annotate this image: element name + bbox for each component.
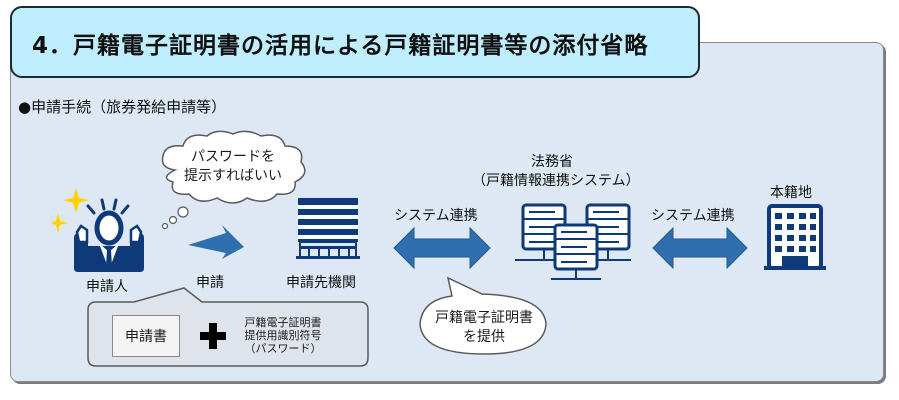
page-title: 4．戸籍電子証明書の活用による戸籍証明書等の添付省略	[32, 33, 649, 59]
thought-text: パスワードを 提示すればいい	[178, 148, 288, 186]
ministry-label-line-1: 法務省	[531, 154, 573, 170]
title-box: 4．戸籍電子証明書の活用による戸籍証明書等の添付省略	[10, 6, 700, 78]
provide-bubble-text: 戸籍電子証明書 を提供	[424, 309, 544, 347]
sparkle-icon	[52, 188, 89, 233]
bidirectional-arrow-right-icon	[652, 226, 748, 270]
provide-speech-bubble	[419, 276, 547, 355]
link-left-label: システム連携	[394, 208, 478, 224]
provide-line-2: を提供	[463, 329, 505, 345]
section-subheading: ●申請手続（旅券発給申請等）	[18, 98, 227, 116]
code-line-1: 戸籍電子証明書	[244, 316, 322, 329]
ministry-label-line-2: （戸籍情報連携システム）	[472, 173, 640, 189]
identifier-code-text: 戸籍電子証明書 提供用識別符号 （パスワード）	[228, 316, 338, 355]
apply-arrow-icon	[188, 225, 244, 259]
bidirectional-arrow-left-icon	[393, 226, 491, 270]
thought-line-1: パスワードを	[191, 149, 275, 165]
building-icon	[296, 198, 360, 259]
receiving-agency-label: 申請先機関	[286, 275, 356, 291]
thought-line-2: 提示すればいい	[184, 168, 282, 184]
honseki-building-icon	[764, 204, 826, 270]
link-right-label: システム連携	[651, 208, 735, 224]
honseki-label: 本籍地	[770, 185, 812, 201]
server-icon	[515, 203, 631, 280]
thought-cloud	[161, 130, 306, 230]
applicant-label: 申請人	[86, 279, 128, 295]
ministry-label: 法務省 （戸籍情報連携システム）	[472, 153, 640, 191]
code-line-2: 提供用識別符号	[244, 329, 322, 342]
apply-arrow-label: 申請	[196, 275, 224, 291]
provide-line-1: 戸籍電子証明書	[435, 310, 533, 326]
application-form-label: 申請書	[125, 329, 167, 345]
plus-icon	[200, 323, 226, 349]
application-form-box: 申請書	[112, 315, 180, 357]
applicant-icon	[52, 188, 144, 272]
code-line-3: （パスワード）	[244, 342, 322, 355]
